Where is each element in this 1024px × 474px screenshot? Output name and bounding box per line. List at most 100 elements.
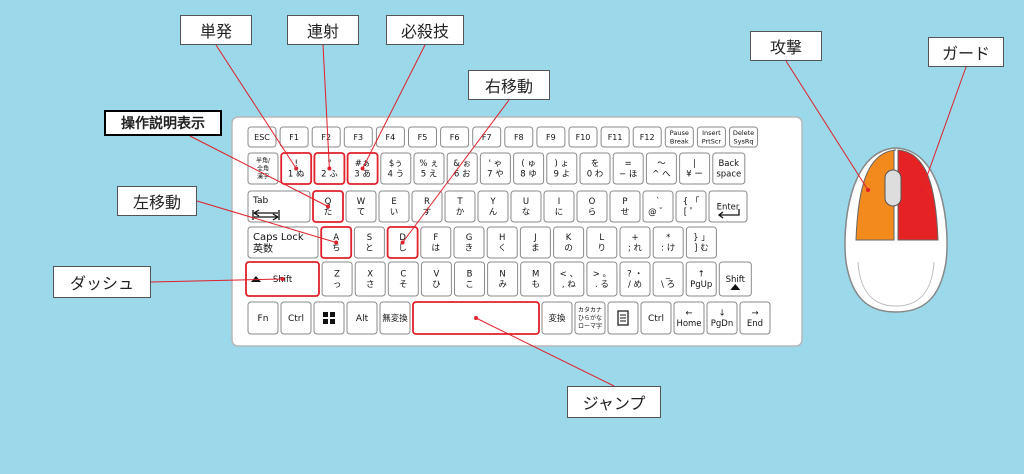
key-3-2-s: Sと: [353, 226, 385, 259]
leader-dot: [327, 166, 332, 171]
key-2-11-sym: `@ ゛: [642, 190, 674, 223]
key-4-1-z: Zっ: [321, 261, 353, 297]
key-label: F9: [546, 133, 556, 142]
mouse-left-button: [855, 149, 897, 241]
label-guard: ガード: [928, 37, 1004, 67]
key-label: Caps Lock: [253, 232, 304, 243]
leader-dot: [400, 240, 405, 245]
key-cap: [642, 190, 674, 223]
leader-dot: [334, 240, 339, 245]
key-label: , ね: [562, 280, 576, 290]
key-cap: [600, 126, 630, 148]
key-label: 6 お: [454, 170, 471, 180]
key-cap: [652, 261, 684, 297]
key-cap: [510, 190, 542, 223]
key-5-0-fn: Fn: [247, 301, 279, 335]
key-cap: [632, 126, 662, 148]
key-cap: [279, 126, 309, 148]
key-label: U: [523, 197, 529, 207]
key-1-13-sym: |¥ ー: [679, 152, 711, 185]
key-label: \ ろ: [661, 280, 675, 290]
key-label: の: [564, 244, 573, 254]
key-label: =: [625, 159, 632, 169]
key-label: ひ: [432, 280, 441, 290]
line-dash: [150, 277, 285, 283]
key-label: ↓: [718, 309, 725, 319]
key-label: PgDn: [711, 319, 733, 329]
key-label: G: [466, 233, 473, 243]
key-label: O: [589, 197, 596, 207]
key-1-6-sym: & ぉ6 お: [446, 152, 478, 185]
key-2-7-u: Uな: [510, 190, 542, 223]
key-4-11-sym: _\ ろ: [652, 261, 684, 297]
key-label: せ: [621, 208, 630, 218]
key-label: き: [465, 244, 474, 254]
key-label: Q: [325, 197, 332, 207]
key-1-12-sym: 〜^ へ: [645, 152, 677, 185]
mouse-wheel: [884, 169, 902, 207]
key-4-3-c: Cそ: [387, 261, 419, 297]
key-4-5-b: Bこ: [454, 261, 485, 297]
key-label: ↑: [698, 270, 705, 280]
key-label: す: [423, 208, 432, 218]
key-cap: [541, 301, 573, 335]
key-label: Insert: [702, 129, 721, 137]
key-label: な: [522, 208, 531, 218]
key-label: 0 わ: [587, 170, 604, 180]
key-label: space: [716, 170, 741, 180]
key-label: ローマ字: [578, 322, 602, 330]
label-special-move: 必殺技: [386, 15, 464, 45]
key-cap: [609, 190, 641, 223]
key-label: Pause: [670, 129, 689, 137]
key-2-8-i: Iに: [543, 190, 575, 223]
key-label: F8: [514, 133, 524, 142]
key-label: !: [294, 159, 297, 169]
key-cap: [247, 152, 279, 185]
key-cap: [477, 190, 509, 223]
key-4-4-v: Vひ: [420, 261, 452, 297]
leader-line: [785, 60, 869, 191]
key-cap: [553, 226, 585, 259]
key-cap: [675, 190, 707, 223]
key-cap: [380, 152, 412, 185]
key-label: Fn: [258, 314, 269, 324]
key-5-1-ctrl: Ctrl: [280, 301, 312, 335]
key-cap: [673, 301, 705, 335]
key-cap: [543, 190, 575, 223]
line-special-move: [360, 44, 426, 171]
key-label: M: [532, 270, 539, 280]
key-5-11-sym: ↓PgDn: [706, 301, 738, 335]
key-cap: [413, 152, 445, 185]
key-label: $ぅ: [389, 159, 403, 169]
key-2-3-e: Eい: [378, 190, 410, 223]
key-label: C: [400, 270, 406, 280]
key-0-10-f10: F10: [568, 126, 598, 148]
key-label: % ぇ: [419, 159, 438, 169]
key-label: ESC: [254, 133, 270, 142]
label-attack: 攻撃: [750, 31, 822, 61]
key-cap: [345, 190, 377, 223]
key-label: っ: [333, 280, 342, 290]
key-label: < 、: [560, 270, 578, 280]
key-cap: [708, 190, 748, 223]
key-label: @ ゛: [648, 208, 668, 218]
key-label: . る: [595, 280, 609, 290]
key-cap: [685, 226, 717, 259]
key-cap: [640, 301, 672, 335]
key-label: PgUp: [690, 280, 712, 290]
key-label: カタカナ: [578, 306, 602, 314]
key-label: そ: [399, 280, 408, 290]
key-label: か: [456, 208, 465, 218]
key-label: い: [390, 208, 399, 218]
key-cap: [696, 126, 726, 148]
key-1-11-sym: =− ほ: [612, 152, 644, 185]
key-label: F2: [321, 133, 331, 142]
key-1-10-sym: を0 わ: [579, 152, 611, 185]
key-label: ) ょ: [555, 159, 570, 169]
key-2-5-t: Tか: [444, 190, 476, 223]
key-cap: [568, 126, 598, 148]
tab-arrows-icon: [252, 209, 280, 221]
key-label: D: [399, 233, 406, 243]
